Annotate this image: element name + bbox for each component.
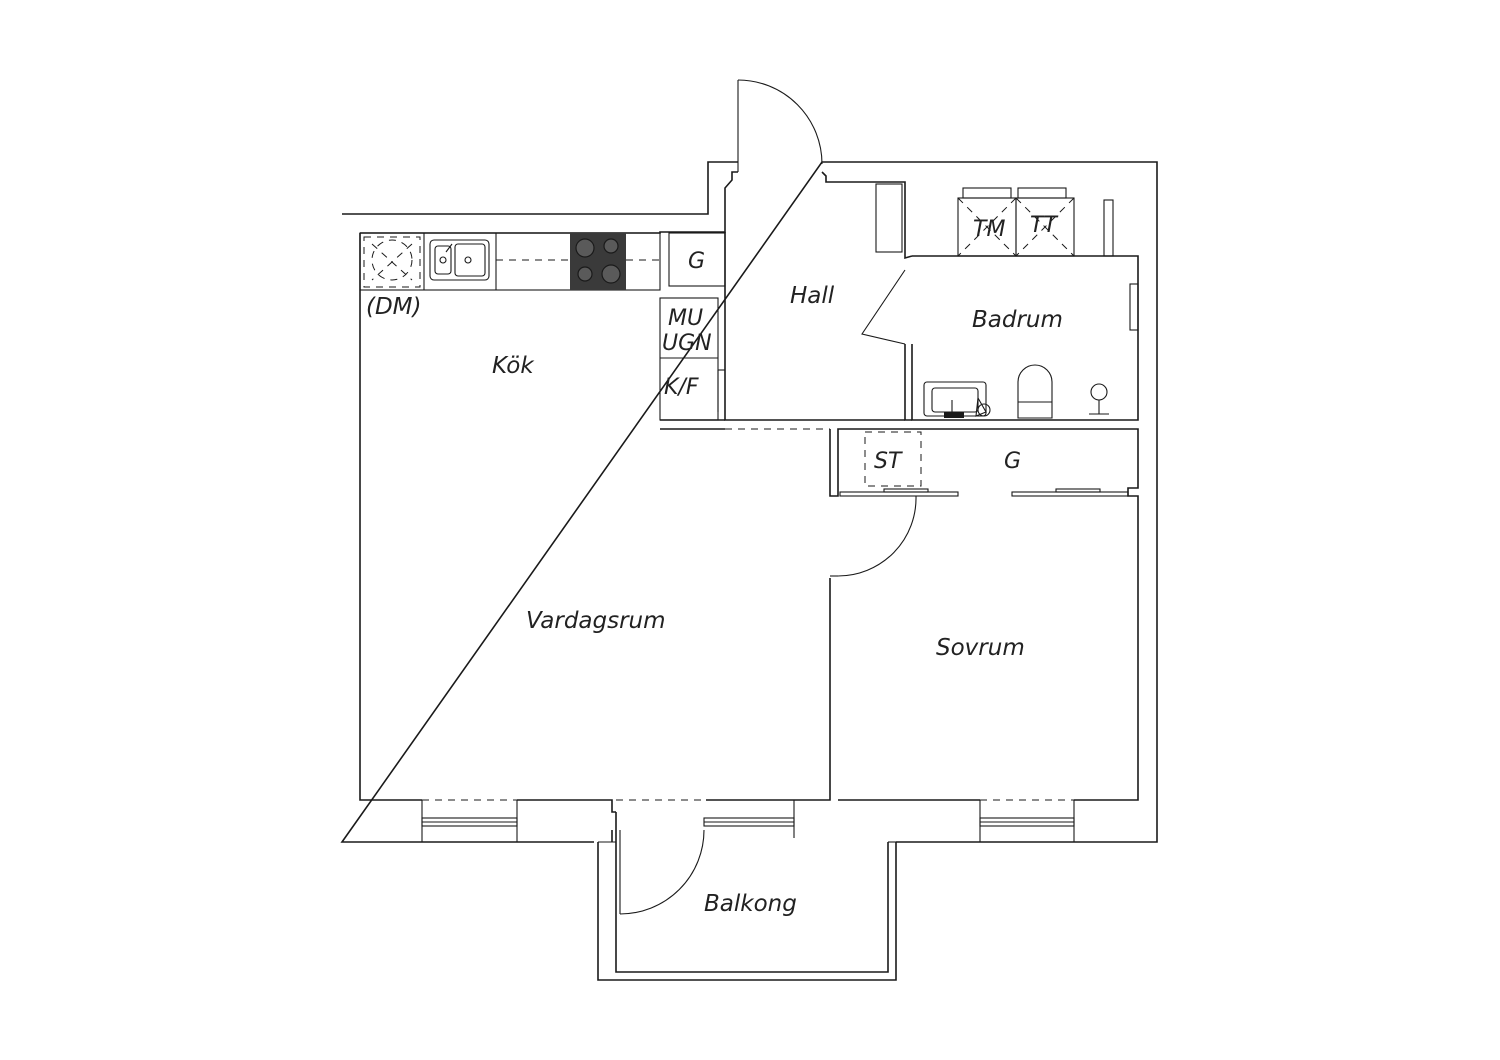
- kitchen-counter: (DM): [359, 232, 661, 320]
- window-living-left: [421, 799, 518, 842]
- room-label-hall: Hall: [790, 283, 835, 309]
- room-label-balkong: Balkong: [704, 891, 797, 917]
- room-label-badrum: Badrum: [972, 307, 1063, 333]
- bathroom-door[interactable]: [861, 269, 906, 345]
- appliance-column: [659, 297, 725, 421]
- storage-unit: [864, 431, 922, 487]
- stove-icon: [570, 233, 626, 290]
- bathroom-fixtures: [923, 283, 1139, 419]
- inner-wall-left: [359, 233, 422, 801]
- outer-wall-outline: [340, 161, 1158, 843]
- balcony: [594, 812, 897, 981]
- kitchen-wardrobe-label: G: [688, 249, 705, 274]
- sink-icon: [429, 239, 490, 281]
- kitchen-cabinet-base: [660, 419, 725, 430]
- microwave-label-line2: UGN: [662, 331, 712, 356]
- toilet-icon: [1017, 364, 1053, 419]
- inner-wall-hall-top: [821, 171, 913, 260]
- dishwasher-icon: [363, 236, 421, 288]
- inner-wall-top-left: [360, 171, 738, 234]
- room-label-vardagsrum: Vardagsrum: [526, 608, 666, 634]
- outer-walls: [340, 161, 1158, 843]
- entrance-door[interactable]: [737, 79, 823, 172]
- inner-wall-bottom-a: [517, 799, 616, 813]
- wardrobe-sliding-doors[interactable]: [839, 488, 1129, 497]
- dishwasher-label: (DM): [366, 294, 422, 320]
- window-living-right: [616, 799, 795, 842]
- room-label-sovrum: Sovrum: [936, 635, 1025, 661]
- laundry-appliances: [957, 187, 1114, 257]
- dryer-label: TT: [1030, 213, 1058, 238]
- window-bedroom: [979, 799, 1075, 842]
- radiator-icon: [1129, 283, 1139, 331]
- hall-wardrobe-label: G: [1004, 449, 1021, 474]
- inner-wall-right: [829, 428, 1139, 801]
- washing-machine-label: TM: [973, 217, 1005, 242]
- balcony-door[interactable]: [619, 829, 705, 915]
- storage-label: ST: [874, 449, 903, 474]
- shower-icon: [1090, 383, 1108, 401]
- microwave-label-line1: MU: [668, 306, 703, 331]
- kitchen-wardrobe: [668, 232, 726, 287]
- inner-wall-bottom-b: [706, 578, 831, 801]
- room-label-kok: Kök: [492, 353, 535, 379]
- fridge-freezer-label: K/F: [664, 375, 699, 400]
- bathroom-walls: [861, 255, 1139, 421]
- hall-shelf: [875, 183, 903, 253]
- bedroom-door[interactable]: [830, 495, 917, 577]
